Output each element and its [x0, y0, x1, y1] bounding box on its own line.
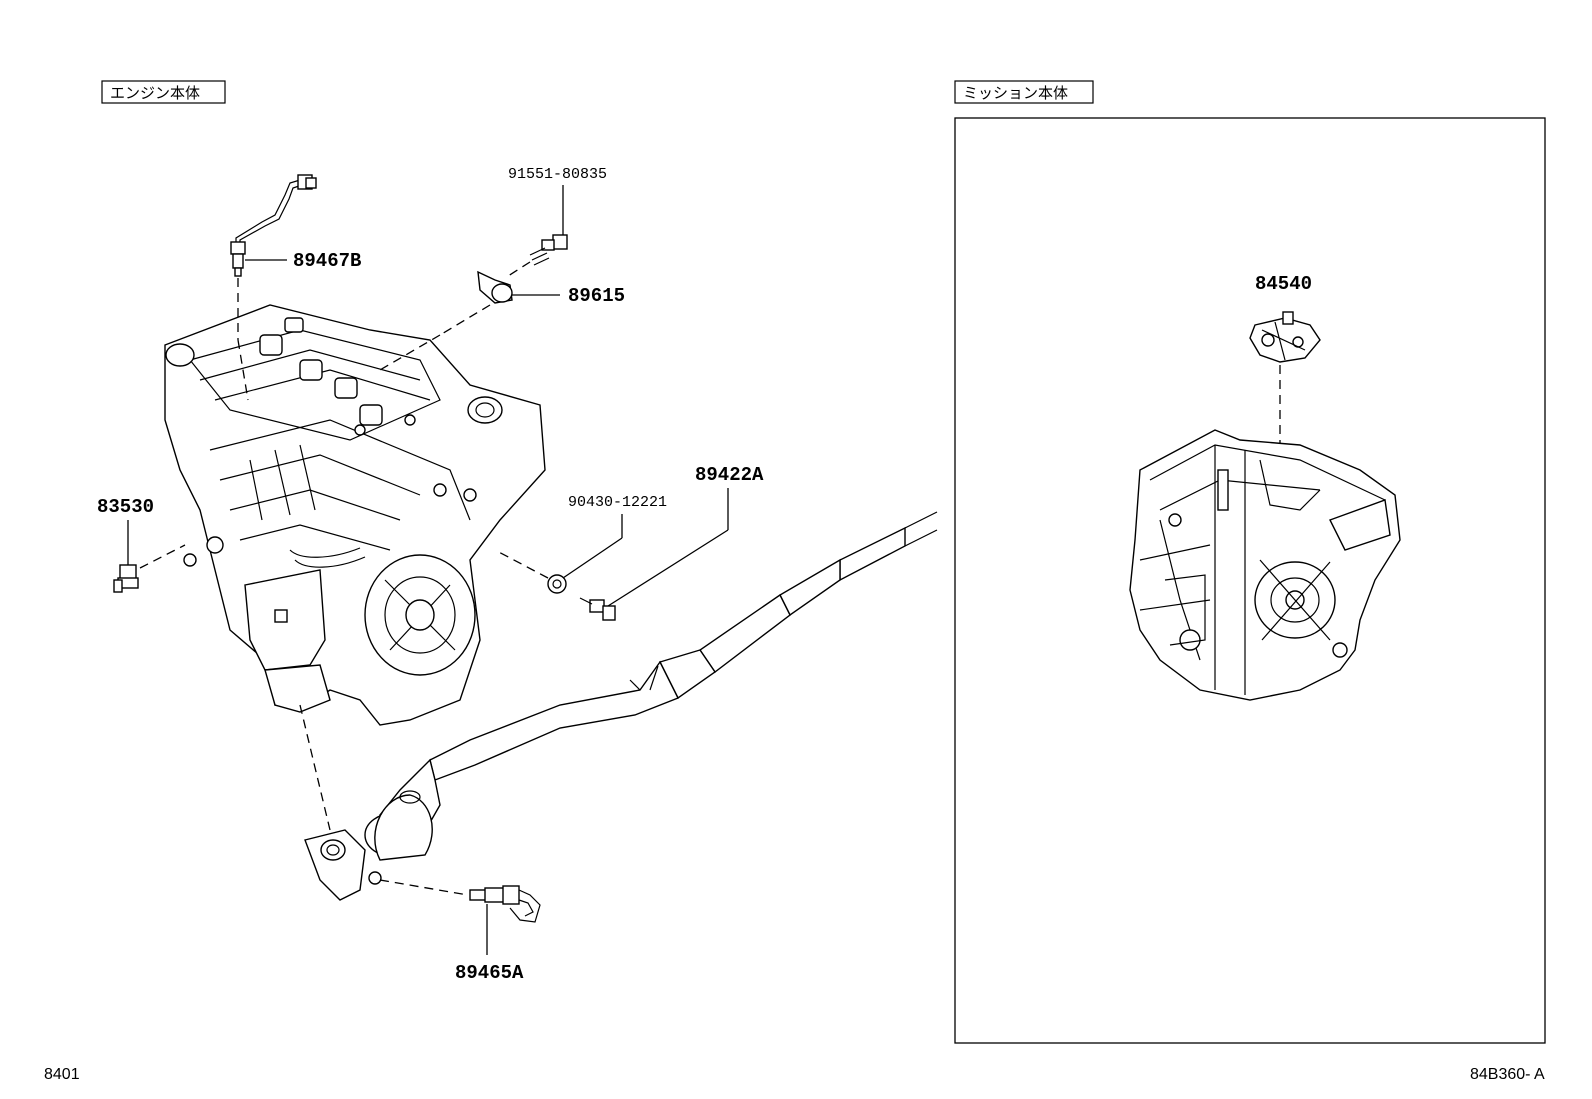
- part-label-84540[interactable]: 84540: [1255, 273, 1312, 295]
- transmission-frame: [954, 117, 1546, 1044]
- part-89465A-drawing: [379, 879, 541, 955]
- transmission-assembly-drawing: [1129, 429, 1401, 701]
- page-code: 8401: [44, 1066, 80, 1083]
- engine-section-label: エンジン本体: [110, 84, 200, 102]
- part-84540-drawing: [1249, 311, 1321, 455]
- part-label-90430-12221[interactable]: 90430-12221: [568, 494, 667, 511]
- part-label-89615[interactable]: 89615: [568, 285, 625, 307]
- figure-code: 84B360- A: [1470, 1066, 1545, 1083]
- part-label-83530[interactable]: 83530: [97, 496, 154, 518]
- part-label-91551-80835[interactable]: 91551-80835: [508, 166, 607, 183]
- part-89422A-drawing: [579, 488, 729, 621]
- part-label-89422A[interactable]: 89422A: [695, 464, 764, 486]
- part-label-89467B[interactable]: 89467B: [293, 250, 361, 272]
- transmission-section-header: ミッション本体: [954, 80, 1094, 104]
- engine-section-header: エンジン本体: [101, 80, 226, 104]
- engine-assembly-drawing: [164, 304, 546, 726]
- part-91551-drawing: [504, 185, 568, 279]
- part-90430-drawing: [494, 514, 623, 594]
- exhaust-pipe-drawing: [299, 511, 938, 901]
- part-89467B-drawing: [230, 174, 317, 401]
- part-83530-drawing: [113, 520, 186, 593]
- part-label-89465A[interactable]: 89465A: [455, 962, 524, 984]
- transmission-section-label: ミッション本体: [963, 84, 1068, 102]
- part-89615-drawing: [379, 270, 560, 371]
